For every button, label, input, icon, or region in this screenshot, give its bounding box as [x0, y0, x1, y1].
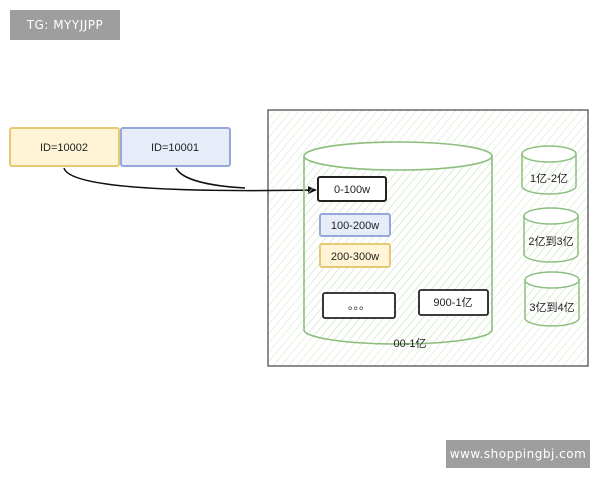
id-label: ID=10002	[40, 142, 88, 154]
range-label: 100-200w	[331, 220, 379, 232]
range-label: 200-300w	[331, 251, 379, 263]
range-box-0-100w[interactable]: 0-100w	[317, 176, 387, 202]
id-label: ID=10001	[151, 142, 199, 154]
small-db-label: 3亿到4亿	[529, 301, 574, 314]
arrow-10001	[175, 167, 246, 189]
range-label: 900-1亿	[433, 296, 472, 309]
small-db-1yi-2yi[interactable]: 1亿-2亿	[521, 145, 577, 195]
range-box-200-300w[interactable]: 200-300w	[319, 243, 391, 268]
range-box-900-1yi[interactable]: 900-1亿	[418, 289, 489, 316]
small-db-3yi-4yi[interactable]: 3亿到4亿	[524, 271, 580, 327]
range-label: 0-100w	[334, 184, 370, 196]
arrow-10002	[63, 167, 317, 195]
watermark-bottom: www.shoppingbj.com	[446, 440, 590, 468]
small-db-label: 1亿-2亿	[530, 172, 568, 185]
small-db-label: 2亿到3亿	[528, 235, 573, 248]
range-box-100-200w[interactable]: 100-200w	[319, 213, 391, 237]
id-box-10001[interactable]: ID=10001	[120, 127, 231, 167]
id-box-10002[interactable]: ID=10002	[9, 127, 120, 167]
range-label: 。。。	[348, 300, 370, 312]
watermark-top: TG: MYYJJPP	[10, 10, 120, 40]
range-box-ellipsis[interactable]: 。。。	[322, 292, 396, 319]
small-db-2yi-3yi[interactable]: 2亿到3亿	[523, 207, 579, 263]
main-database-label: 00-1亿	[393, 337, 426, 350]
